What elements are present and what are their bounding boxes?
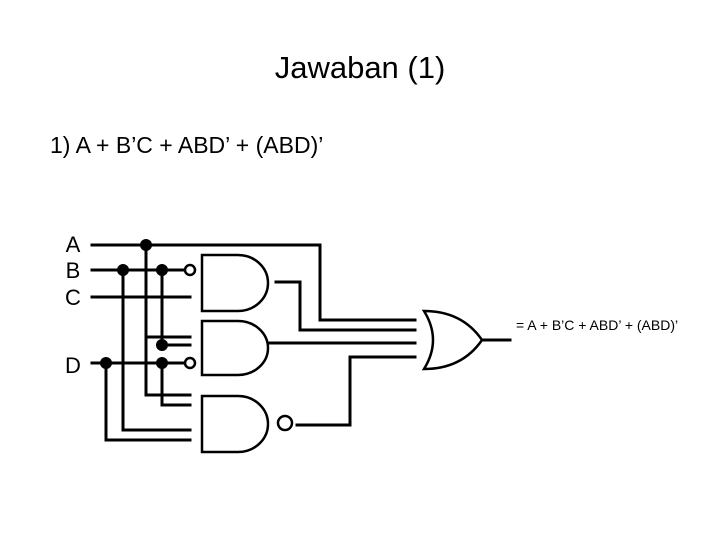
and-gate-3 xyxy=(200,394,270,454)
inverter-bubble xyxy=(276,414,294,432)
logic-gates xyxy=(200,253,484,454)
wire-a-drop xyxy=(144,243,192,339)
wire-b-drop-1 xyxy=(121,268,192,432)
output-expression: = A + B’C + ABD’ + (ABD)’ xyxy=(516,317,679,333)
slide-title: Jawaban (1) xyxy=(274,50,446,85)
and-gate-1 xyxy=(200,253,270,313)
junction-dot xyxy=(117,264,129,276)
wire-d-drop-2 xyxy=(160,361,192,407)
inverter-bubble xyxy=(183,263,197,277)
input-label-b: B xyxy=(65,258,81,283)
junction-dot xyxy=(156,357,168,369)
wire-d-drop-1 xyxy=(104,361,192,442)
wire-b-drop-2 xyxy=(160,268,192,347)
or-gate xyxy=(421,309,484,371)
junction-dots xyxy=(100,239,168,369)
input-label-a: A xyxy=(65,232,81,257)
junction-dot xyxy=(156,264,168,276)
wire-gate1-out xyxy=(274,280,417,332)
inverter-bubbles xyxy=(183,263,294,432)
junction-dot xyxy=(156,339,168,351)
wire-a-bus xyxy=(90,243,417,322)
and-gate-2 xyxy=(200,319,270,377)
wire-gate3-out xyxy=(295,355,352,427)
inverter-bubble xyxy=(183,356,197,370)
junction-dot xyxy=(140,239,152,251)
wire-c-drop xyxy=(144,295,192,397)
problem-expression: 1) A + B’C + ABD’ + (ABD)’ xyxy=(50,132,324,158)
input-label-d: D xyxy=(65,353,81,378)
junction-dot xyxy=(100,357,112,369)
input-label-c: C xyxy=(65,285,81,310)
